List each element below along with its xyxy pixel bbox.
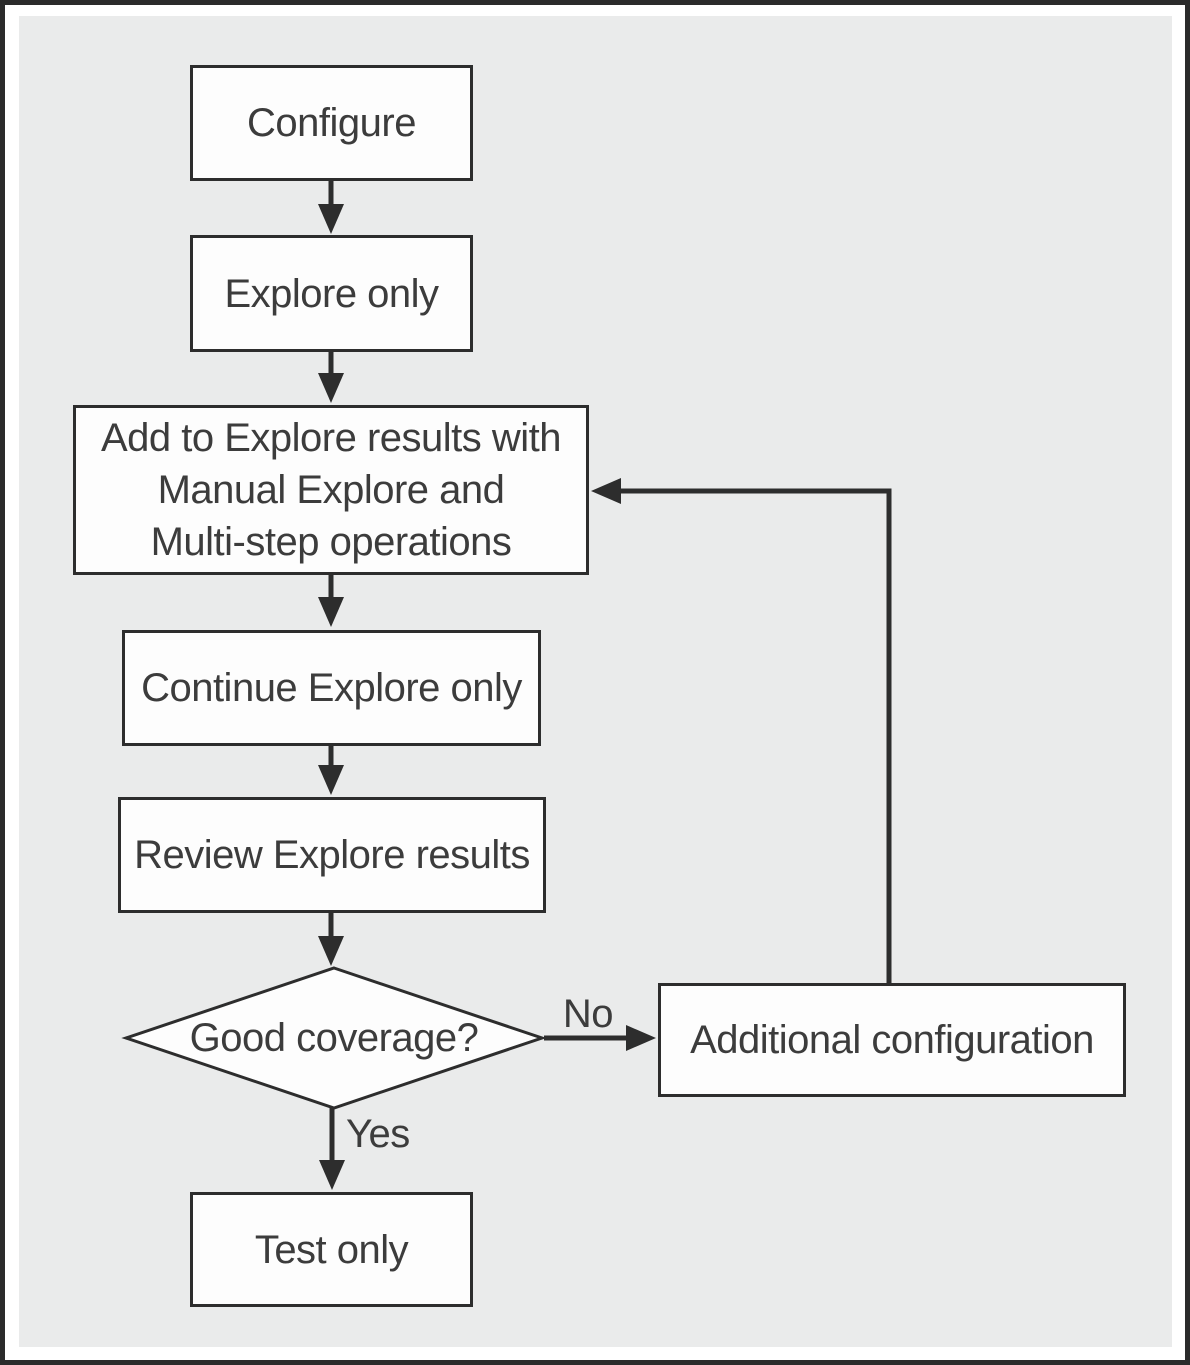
arrowhead-to-add-to-explore <box>318 373 344 403</box>
arrowhead-to-test-only <box>319 1160 345 1190</box>
node-configure-label: Configure <box>247 101 416 145</box>
node-add-to-explore-line3: Multi-step operations <box>150 520 512 564</box>
node-test-only: Test only <box>190 1192 473 1307</box>
arrowhead-to-additional-configuration <box>626 1025 656 1051</box>
node-additional-configuration-label: Additional configuration <box>690 1018 1094 1062</box>
node-continue-explore-only: Continue Explore only <box>122 630 541 746</box>
node-configure: Configure <box>190 65 473 181</box>
edge-label-no: No <box>562 992 614 1036</box>
node-additional-configuration: Additional configuration <box>658 983 1126 1097</box>
decision-diamond-good-coverage <box>121 966 547 1110</box>
node-add-to-explore-line2: Manual Explore and <box>157 468 505 512</box>
arrowhead-to-review <box>318 765 344 795</box>
arrowhead-to-good-coverage <box>318 936 344 966</box>
arrowhead-feedback-to-add-to-explore <box>591 478 621 504</box>
arrowhead-to-explore-only <box>318 204 344 234</box>
arrowhead-to-continue <box>318 597 344 627</box>
node-review-explore-results-label: Review Explore results <box>134 833 530 877</box>
edge-feedback-line <box>619 488 892 983</box>
node-add-to-explore: Add to Explore results with Manual Explo… <box>73 405 589 575</box>
node-good-coverage-label: Good coverage? <box>189 1015 479 1060</box>
node-explore-only-label: Explore only <box>224 271 439 316</box>
node-add-to-explore-line1: Add to Explore results with <box>100 416 562 460</box>
node-explore-only: Explore only <box>190 235 473 352</box>
node-review-explore-results: Review Explore results <box>118 797 546 913</box>
node-continue-explore-only-label: Continue Explore only <box>141 666 522 710</box>
edge-label-yes: Yes <box>346 1112 410 1156</box>
node-test-only-label: Test only <box>254 1227 409 1272</box>
